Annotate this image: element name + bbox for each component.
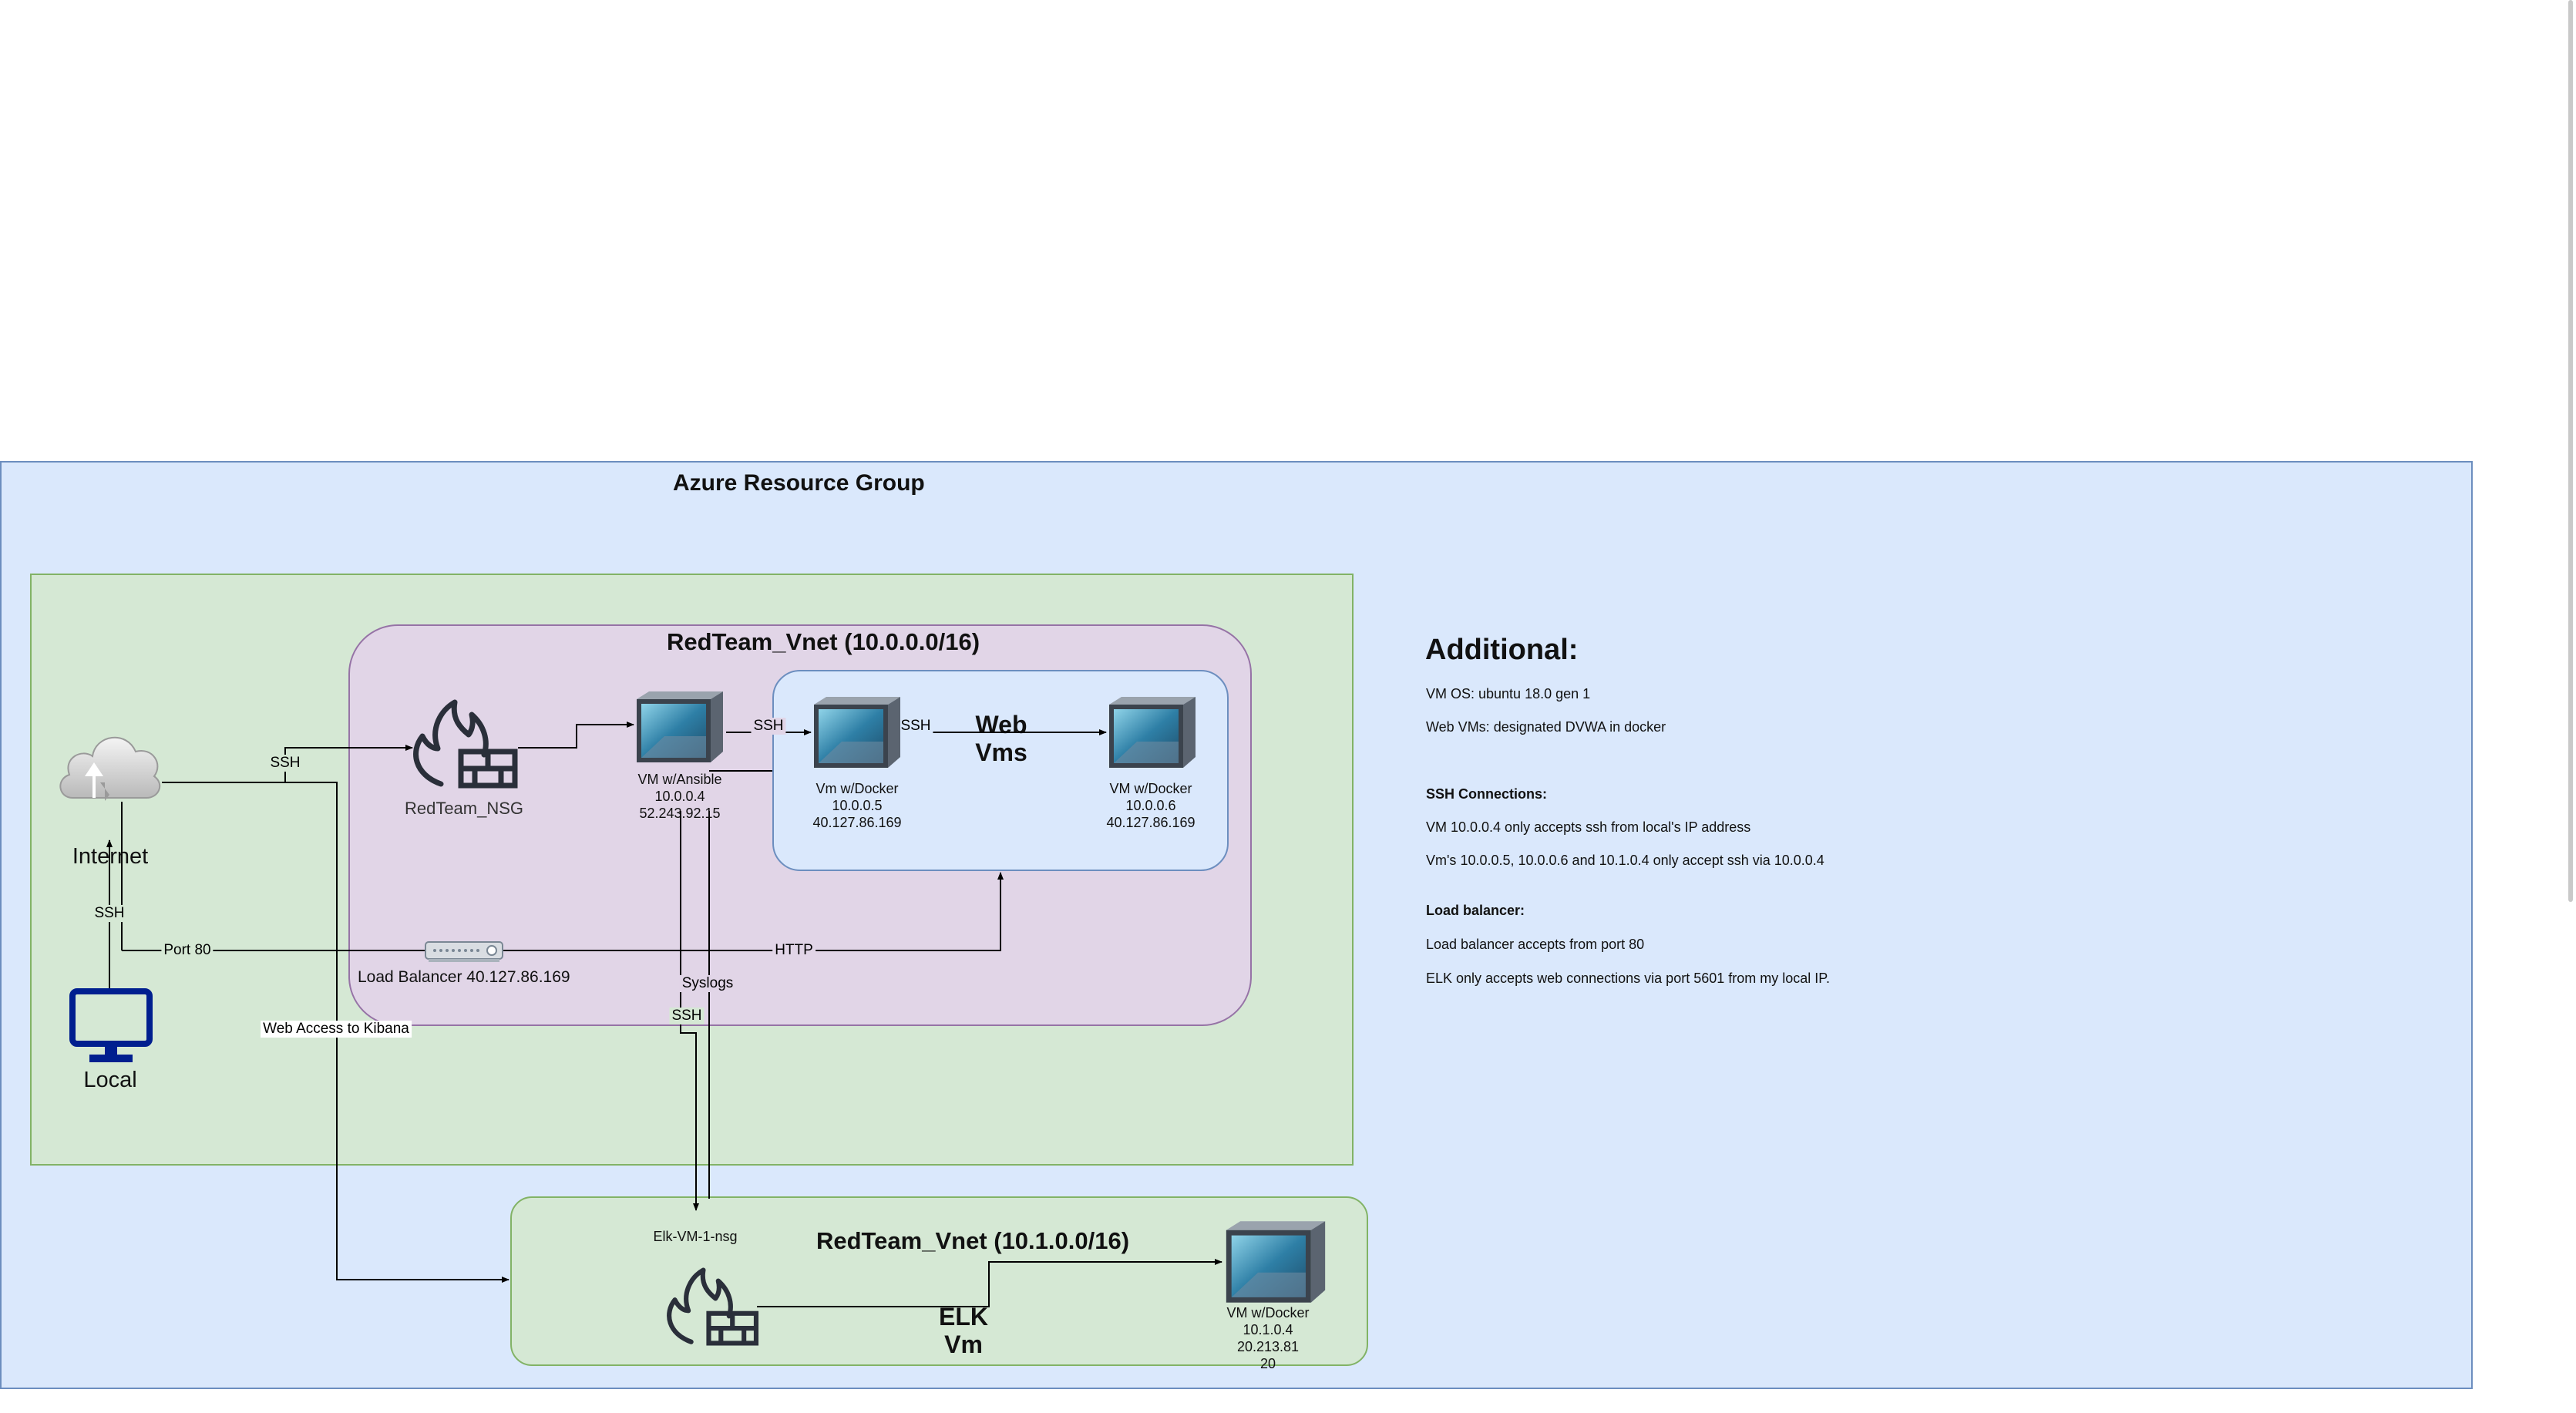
edge-label-syslogs: Syslogs xyxy=(679,975,736,992)
edge-label-ssh-nsg: SSH xyxy=(267,755,303,772)
note-lb2: ELK only accepts web connections via por… xyxy=(1426,971,1830,986)
edge-label-port80: Port 80 xyxy=(161,942,214,959)
vnet-redteam-10-1 xyxy=(510,1196,1368,1366)
vnet1-title: RedTeam_Vnet (10.0.0.0/16) xyxy=(666,628,980,655)
load-balancer-label: Load Balancer 40.127.86.169 xyxy=(358,968,570,986)
edge-label-ssh-local: SSH xyxy=(92,905,127,922)
edge-label-kibana: Web Access to Kibana xyxy=(261,1021,412,1038)
note-ssh-title: SSH Connections: xyxy=(1426,786,1548,802)
note-os: VM OS: ubuntu 18.0 gen 1 xyxy=(1426,686,1591,701)
web1-vm-label: Vm w/Docker 10.0.0.5 40.127.86.169 xyxy=(812,781,902,830)
edge-label-ssh-web1-web2: SSH xyxy=(898,718,933,735)
internet-label: Internet xyxy=(72,844,149,869)
edge-label-http: HTTP xyxy=(772,942,816,959)
note-lb-title: Load balancer: xyxy=(1426,903,1525,918)
vm-icon[interactable] xyxy=(634,690,726,764)
firewall-icon[interactable] xyxy=(407,698,521,790)
ansible-vm-label: VM w/Ansible 10.0.0.4 52.243.92.15 xyxy=(637,772,722,821)
edge-label-ssh-ansible-web1: SSH xyxy=(751,718,786,735)
vm-icon[interactable] xyxy=(811,695,903,769)
edge-ssh-internet-nsg xyxy=(284,745,413,782)
edge-ssh-to-elk xyxy=(680,811,699,1211)
load-balancer-icon[interactable] xyxy=(424,939,504,964)
elk-vm-label: VM w/Docker 10.1.0.4 20.213.81 20 xyxy=(1226,1305,1310,1371)
edge-port80 xyxy=(122,872,1004,951)
local-label: Local xyxy=(83,1068,137,1092)
vertical-scrollbar[interactable] xyxy=(2568,0,2573,902)
cloud-icon[interactable] xyxy=(55,721,165,806)
edge-elk-nsg-vm xyxy=(757,1259,1222,1307)
vnet2-title: RedTeam_Vnet (10.1.0.0/16) xyxy=(816,1227,1130,1254)
vm-icon[interactable] xyxy=(1106,695,1199,769)
note-ssh1: VM 10.0.0.4 only accepts ssh from local'… xyxy=(1426,819,1751,835)
nsg-label: RedTeam_NSG xyxy=(404,799,524,818)
additional-title: Additional: xyxy=(1425,634,1579,666)
note-lb1: Load balancer accepts from port 80 xyxy=(1426,937,1645,952)
vm-icon[interactable] xyxy=(1222,1220,1330,1304)
firewall-icon[interactable] xyxy=(661,1264,762,1349)
edge-label-ssh-elk: SSH xyxy=(669,1008,705,1024)
web2-vm-label: VM w/Docker 10.0.0.6 40.127.86.169 xyxy=(1106,781,1196,830)
note-web-vms: Web VMs: designated DVWA in docker xyxy=(1426,719,1666,735)
note-ssh2: Vm's 10.0.0.5, 10.0.0.6 and 10.1.0.4 onl… xyxy=(1426,853,1824,868)
resource-group-title: Azure Resource Group xyxy=(673,470,925,496)
edge-nsg-ansible xyxy=(518,722,634,749)
web-vms-title: Web Vms xyxy=(975,711,1027,766)
monitor-icon[interactable] xyxy=(69,988,153,1064)
elk-nsg-label: Elk-VM-1-nsg xyxy=(653,1229,738,1244)
